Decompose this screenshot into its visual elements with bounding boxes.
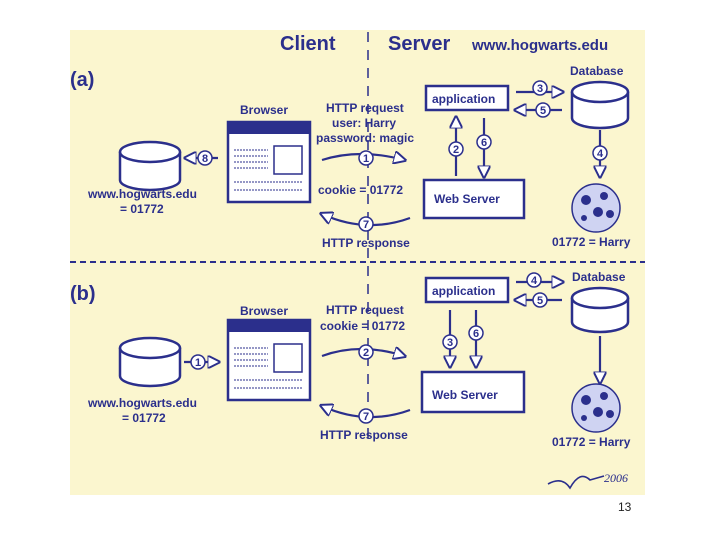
step-a-3-badge xyxy=(532,80,548,96)
step-b-4: 4 xyxy=(531,275,538,287)
step-a-8-badge xyxy=(197,150,213,166)
request-a-line2: user: Harry xyxy=(332,116,396,130)
db-a-mapping: 01772 = Harry xyxy=(552,235,631,249)
db-record-b-icon xyxy=(571,383,621,433)
cookie-store-b-icon xyxy=(118,336,182,388)
server-domain: www.hogwarts.edu xyxy=(471,37,608,54)
request-b-line2: cookie = 01772 xyxy=(320,319,405,333)
application-b-label: application xyxy=(432,284,495,298)
browser-a-label: Browser xyxy=(240,103,288,117)
cookie-a-label: cookie = 01772 xyxy=(318,183,403,197)
browser-a-window-icon xyxy=(226,120,312,204)
step-b-5-badge xyxy=(532,292,548,308)
store-a-value: = 01772 xyxy=(120,202,164,216)
response-b-label: HTTP response xyxy=(320,428,408,442)
page-number: 13 xyxy=(618,500,632,514)
database-a-label: Database xyxy=(570,64,624,78)
request-b-line1: HTTP request xyxy=(326,303,404,317)
step-b-6-badge xyxy=(468,325,484,341)
step-b-1-badge xyxy=(190,354,206,370)
request-a-line3: password: magic xyxy=(316,131,414,145)
step-b-7-badge xyxy=(358,408,374,424)
response-a-label: HTTP response xyxy=(322,236,410,250)
step-b-5: 5 xyxy=(537,295,543,307)
signature-year: 2006 xyxy=(604,471,628,485)
step-b-2-badge xyxy=(358,344,374,360)
application-a-box xyxy=(424,84,510,112)
step-a-7-badge xyxy=(358,216,374,232)
step-b-4-badge xyxy=(526,272,542,288)
step-a-1-badge xyxy=(358,150,374,166)
browser-b-label: Browser xyxy=(240,304,288,318)
database-a-icon xyxy=(570,80,630,130)
step-a-8: 8 xyxy=(202,153,208,165)
step-a-6-badge xyxy=(476,134,492,150)
client-label: Client xyxy=(280,33,336,55)
browser-b-window-icon xyxy=(226,318,312,402)
database-b-icon xyxy=(570,286,630,334)
store-a-domain: www.hogwarts.edu xyxy=(87,187,197,201)
application-a-label: application xyxy=(432,92,495,106)
step-a-6: 6 xyxy=(481,137,487,149)
diagram-background xyxy=(70,30,645,495)
step-a-5: 5 xyxy=(540,105,546,117)
server-label: Server xyxy=(388,33,450,55)
web-server-a-label: Web Server xyxy=(434,192,500,206)
step-a-7: 7 xyxy=(363,219,369,231)
step-a-3: 3 xyxy=(537,83,543,95)
panel-b: (b) www.hogwarts.edu = 01772 1 Browser H… xyxy=(70,270,631,449)
request-a-line1: HTTP request xyxy=(326,101,404,115)
step-a-5-badge xyxy=(535,102,551,118)
database-b-label: Database xyxy=(572,270,626,284)
web-server-b-label: Web Server xyxy=(432,388,498,402)
step-a-2: 2 xyxy=(453,144,459,156)
panel-b-label: (b) xyxy=(70,283,96,305)
db-b-mapping: 01772 = Harry xyxy=(552,435,631,449)
step-a-4-badge xyxy=(592,145,608,161)
panel-a-label: (a) xyxy=(70,69,94,91)
step-b-1: 1 xyxy=(195,357,201,369)
signature-icon: 2006 xyxy=(547,471,628,490)
panel-a: (a) www.hogwarts.edu = 01772 8 Browser H… xyxy=(70,64,631,250)
step-b-3-badge xyxy=(442,334,458,350)
web-server-b-box xyxy=(420,370,526,414)
step-b-6: 6 xyxy=(473,328,479,340)
step-b-3: 3 xyxy=(447,337,453,349)
web-server-a-box xyxy=(422,178,526,220)
step-b-7: 7 xyxy=(363,411,369,423)
step-a-1: 1 xyxy=(363,153,369,165)
db-record-a-icon xyxy=(571,183,621,233)
application-b-box xyxy=(424,276,510,304)
step-a-2-badge xyxy=(448,141,464,157)
step-a-4: 4 xyxy=(597,148,604,160)
cookie-store-a-icon xyxy=(118,140,182,192)
store-b-domain: www.hogwarts.edu xyxy=(87,396,197,410)
store-b-value: = 01772 xyxy=(122,411,166,425)
step-b-2: 2 xyxy=(363,347,369,359)
